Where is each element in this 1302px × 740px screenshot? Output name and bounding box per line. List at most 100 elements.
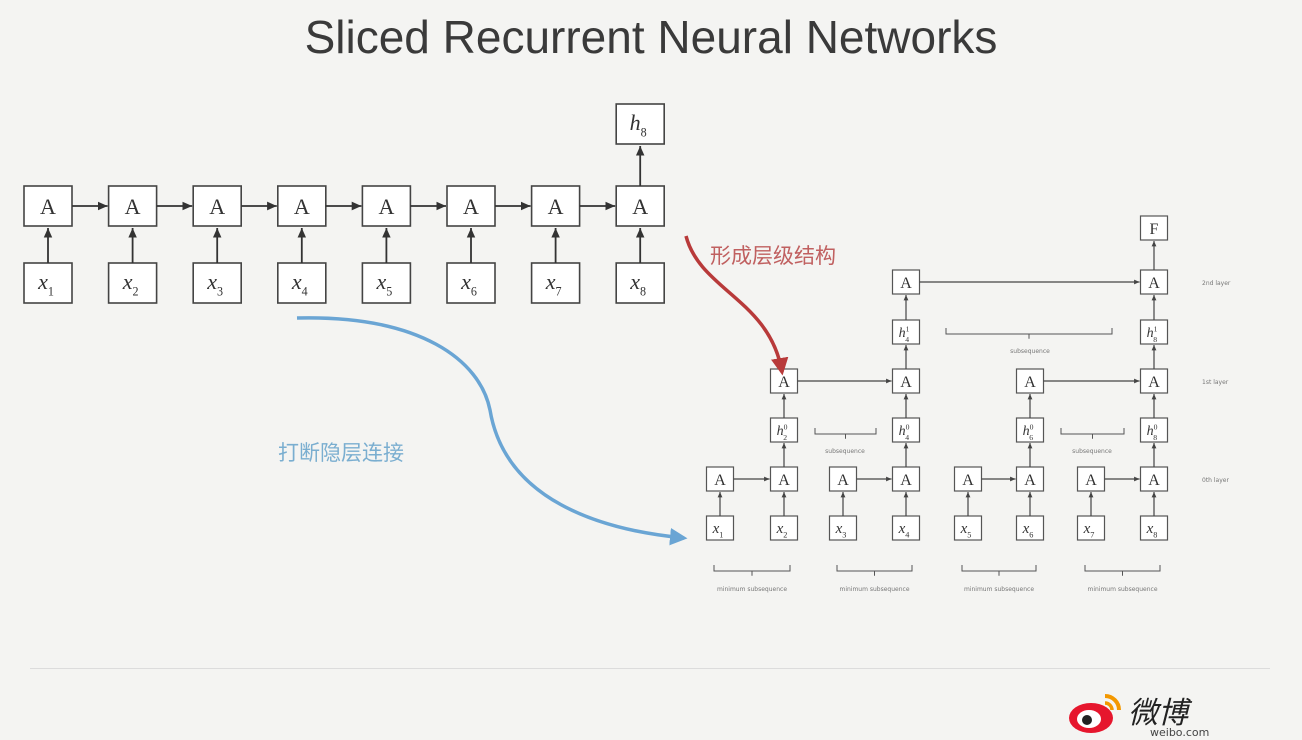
rnn-cell-label: A [778, 374, 790, 391]
input-node [446, 262, 496, 304]
rnn-cell-label: A [1085, 472, 1097, 489]
input-label: x3 [835, 521, 847, 540]
hidden-state-node [891, 319, 921, 345]
input-node [1139, 515, 1169, 541]
subsequence-brace [814, 428, 877, 439]
input-label: x1 [712, 521, 724, 540]
break-connection-arrow [296, 316, 688, 546]
rnn-cell-label: A [548, 194, 564, 219]
input-node [192, 262, 242, 304]
rnn-cell [107, 185, 158, 227]
rnn-cell-label: A [1148, 374, 1160, 391]
rnn-cell-label: A [378, 194, 394, 219]
rnn-cell [192, 185, 242, 227]
hidden-state-node [1139, 319, 1169, 345]
layer-label: 2nd layer [1202, 280, 1231, 287]
rnn-cell-label: A [632, 194, 648, 219]
rnn-cell-label: A [1148, 275, 1160, 292]
rnn-cell-label: A [962, 472, 974, 489]
rnn-cell [769, 466, 799, 492]
rnn-cell-label: A [1024, 472, 1036, 489]
subsequence-label: subsequence [1072, 448, 1112, 455]
weibo-logo-icon [1069, 694, 1121, 733]
input-label: x8 [629, 269, 646, 299]
minimum-subsequence-label: minimum subsequence [964, 586, 1034, 593]
minimum-subsequence-label: minimum subsequence [717, 586, 787, 593]
input-label: x5 [375, 269, 392, 299]
weibo-logo-text: 微博 [1128, 696, 1188, 731]
subsequence-brace [713, 565, 791, 576]
rnn-cell-label: A [778, 472, 790, 489]
rnn-cell-label: A [837, 472, 849, 489]
input-label: x6 [1022, 521, 1034, 540]
input-label: x3 [206, 269, 223, 299]
input-label: x8 [1146, 521, 1158, 540]
input-label: x4 [898, 521, 910, 540]
minimum-subsequence-label: minimum subsequence [1087, 586, 1157, 593]
rnn-cell-label: A [125, 194, 141, 219]
input-label: x7 [1083, 521, 1095, 540]
subsequence-brace [836, 565, 913, 576]
rnn-cell-label: A [40, 194, 56, 219]
subsequence-label: subsequence [1010, 348, 1050, 355]
hidden-state-node [769, 417, 799, 443]
output-node [615, 103, 666, 145]
input-node [1076, 515, 1106, 541]
rnn-cell-label: A [900, 472, 912, 489]
input-node [705, 515, 735, 541]
rnn-cell [1076, 466, 1106, 492]
hidden-state-node [1015, 417, 1045, 443]
rnn-cell [705, 466, 735, 492]
rnn-cell [1139, 368, 1169, 394]
final-output-node [1139, 215, 1169, 241]
output-label: h8 [630, 110, 647, 140]
hidden-state-node [891, 417, 921, 443]
rnn-cell-label: A [900, 275, 912, 292]
input-label: x1 [37, 269, 54, 299]
weibo-logo-subtext: weibo.com [1150, 726, 1210, 739]
break-hidden-annotation: 打断隐层连接 [278, 441, 404, 465]
hierarchy-annotation: 形成层级结构 [710, 244, 836, 268]
standard-rnn-chain: Ax1 Ax2 Ax3 Ax4 Ax5 Ax6 Ax7 Ax8 h8 [23, 103, 666, 304]
layer-label: 1st layer [1202, 379, 1229, 386]
layer-label: 0th layer [1202, 477, 1229, 484]
input-label: x4 [291, 269, 308, 299]
rnn-cell [891, 269, 921, 295]
hierarchy-arrow [684, 235, 789, 376]
input-label: x6 [460, 269, 477, 299]
input-node [107, 262, 158, 304]
rnn-cell [615, 185, 666, 227]
rnn-cell-label: A [1148, 472, 1160, 489]
rnn-cell-label: A [1024, 374, 1036, 391]
rnn-cell-label: A [294, 194, 310, 219]
minimum-subsequence-label: minimum subsequence [839, 586, 909, 593]
footer-divider [30, 668, 1270, 669]
rnn-cell [276, 185, 327, 227]
input-node [828, 515, 858, 541]
input-label: x2 [122, 269, 139, 299]
input-label: x2 [776, 521, 788, 540]
rnn-cell-label: A [714, 472, 726, 489]
input-node [769, 515, 799, 541]
input-label: x7 [545, 269, 562, 299]
subsequence-brace [961, 565, 1037, 576]
input-node [891, 515, 921, 541]
rnn-cell [1015, 368, 1045, 394]
subsequence-brace [1060, 428, 1125, 439]
slide-title: Sliced Recurrent Neural Networks [304, 11, 998, 63]
input-node [361, 262, 412, 304]
input-node [1015, 515, 1045, 541]
subsequence-brace [1084, 565, 1161, 576]
rnn-cell-label: A [463, 194, 479, 219]
final-output-node-label: F [1150, 221, 1159, 238]
subsequence-label: subsequence [825, 448, 865, 455]
rnn-cell-label: A [209, 194, 225, 219]
rnn-cell-label: A [900, 374, 912, 391]
